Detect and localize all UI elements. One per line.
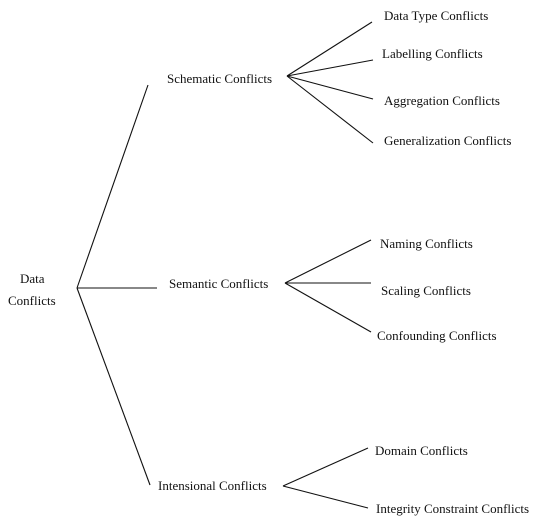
leaf-labelling-conflicts: Labelling Conflicts: [382, 46, 483, 61]
edge-schematic-datatype: [286, 21, 373, 77]
edge-schematic-labelling: [286, 59, 374, 77]
node-intensional-conflicts: Intensional Conflicts: [158, 478, 267, 493]
edge-intensional-domain: [282, 447, 369, 487]
edge-schematic-aggregation: [286, 75, 374, 100]
leaf-confounding-conflicts: Confounding Conflicts: [377, 328, 497, 343]
leaf-aggregation-conflicts: Aggregation Conflicts: [384, 93, 500, 108]
leaf-integrity-constraint-conflicts: Integrity Constraint Conflicts: [376, 501, 530, 516]
edge-semantic-confounding: [284, 282, 372, 333]
leaf-generalization-conflicts: Generalization Conflicts: [384, 133, 512, 148]
root-label-line2: Conflicts: [8, 293, 56, 308]
edge-semantic-naming: [284, 239, 372, 284]
edge-root-intensional: [76, 287, 151, 486]
node-schematic-conflicts: Schematic Conflicts: [167, 71, 273, 86]
root-label-line1: Data: [20, 271, 45, 286]
root-node-data-conflicts: Data Conflicts: [8, 268, 56, 312]
edge-intensional-integrity: [282, 485, 369, 509]
leaf-scaling-conflicts: Scaling Conflicts: [381, 283, 471, 298]
leaf-data-type-conflicts: Data Type Conflicts: [384, 8, 489, 23]
edge-root-schematic: [76, 84, 149, 289]
node-semantic-conflicts: Semantic Conflicts: [169, 276, 269, 291]
leaf-domain-conflicts: Domain Conflicts: [375, 443, 468, 458]
edge-schematic-generalization: [286, 75, 374, 144]
leaf-naming-conflicts: Naming Conflicts: [380, 236, 473, 251]
